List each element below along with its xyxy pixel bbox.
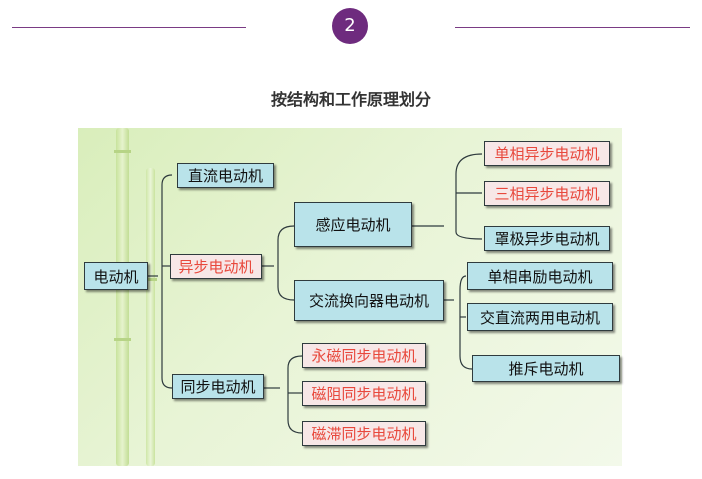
node-ac-dc-universal: 交直流两用电动机: [467, 303, 613, 331]
divider-right: [455, 27, 690, 28]
node-induction-motor: 感应电动机: [294, 202, 412, 247]
divider-left: [12, 27, 246, 28]
node-async-motor: 异步电动机: [170, 254, 262, 279]
node-single-phase-series: 单相串励电动机: [467, 262, 613, 290]
bamboo-stalk: [146, 168, 155, 466]
node-sync-motor: 同步电动机: [172, 374, 264, 399]
bamboo-node: [114, 150, 131, 153]
node-ac-commutator-motor: 交流换向器电动机: [294, 280, 444, 321]
page-title: 按结构和工作原理划分: [270, 90, 431, 109]
node-pm-sync: 永磁同步电动机: [302, 343, 426, 368]
bamboo-node: [144, 278, 157, 281]
node-shaded-pole-async: 罩极异步电动机: [484, 226, 610, 251]
node-single-phase-async: 单相异步电动机: [484, 141, 610, 166]
section-number-badge: 2: [332, 8, 368, 44]
node-hysteresis-sync: 磁滞同步电动机: [302, 421, 426, 446]
bamboo-node: [114, 338, 131, 341]
node-root: 电动机: [84, 262, 148, 290]
node-repulsion-motor: 推斥电动机: [472, 355, 620, 382]
node-three-phase-async: 三相异步电动机: [484, 181, 610, 206]
node-reluctance-sync: 磁阻同步电动机: [302, 381, 426, 406]
bamboo-stalk: [116, 128, 129, 466]
node-dc-motor: 直流电动机: [177, 163, 274, 188]
